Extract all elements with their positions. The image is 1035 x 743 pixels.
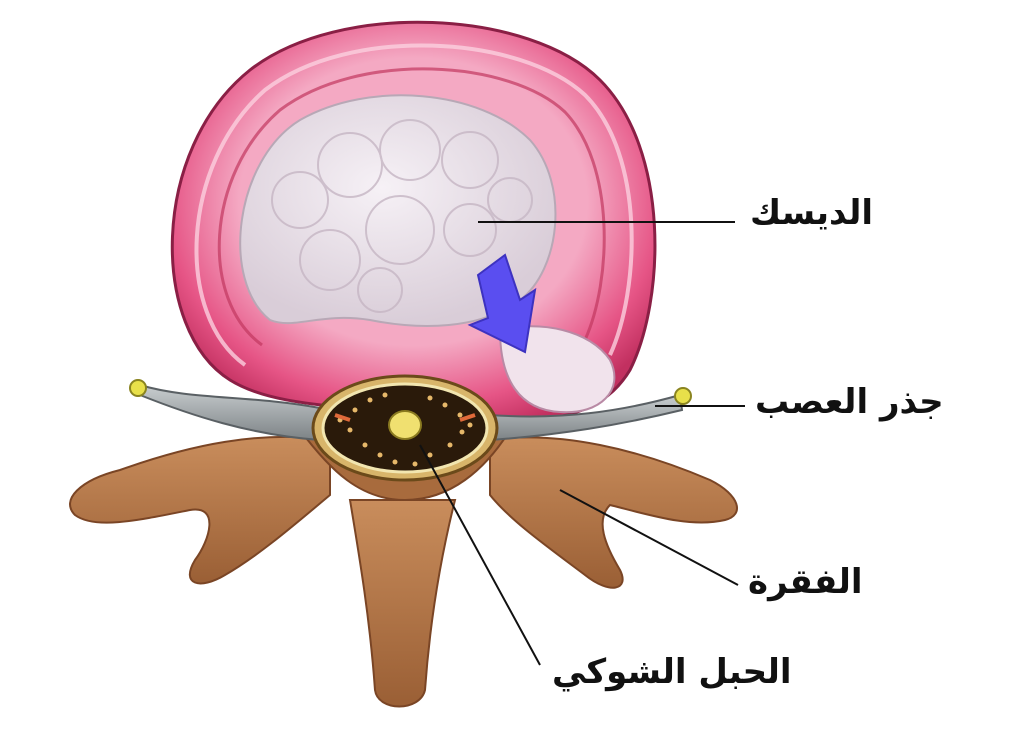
spinal-cord bbox=[388, 410, 422, 440]
label-spinal-cord: الحبل الشوكي bbox=[552, 652, 792, 692]
leader-lines bbox=[419, 221, 745, 666]
label-disc: الديسك bbox=[750, 193, 874, 233]
herniation-arrow-icon bbox=[467, 253, 537, 354]
label-nerve-root: جذر العصب bbox=[755, 382, 944, 422]
spinal-canal bbox=[311, 374, 499, 482]
leader-line-vertebra bbox=[559, 489, 739, 586]
leader-line-spinal-cord bbox=[419, 444, 541, 666]
nerve-roots bbox=[129, 379, 692, 442]
label-vertebra: الفقرة bbox=[748, 562, 863, 602]
